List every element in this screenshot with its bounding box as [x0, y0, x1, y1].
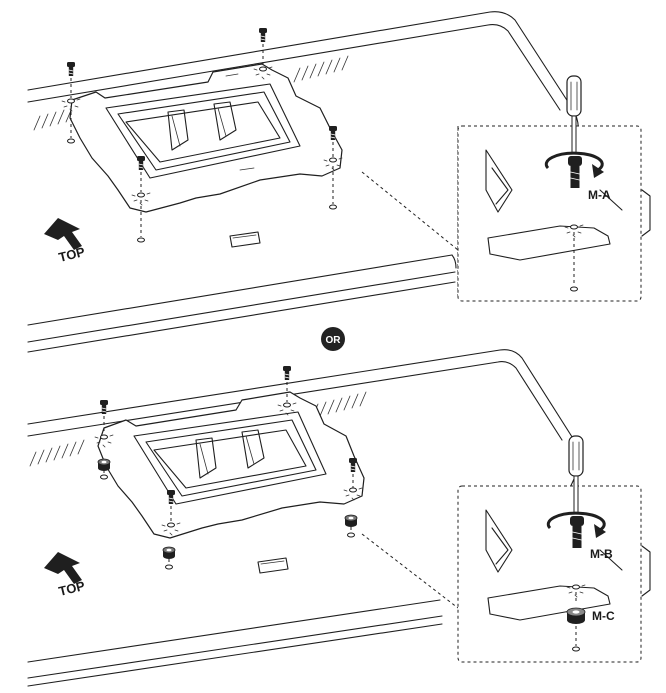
screw-lower-3: [343, 457, 363, 538]
spacer-washer-icon: [162, 546, 176, 560]
vesa-mounting-plate-lower: [97, 391, 365, 539]
top-label-upper: TOP: [57, 244, 87, 265]
screw-lower-1: [94, 399, 114, 480]
upper-illustration: TOP: [27, 11, 651, 353]
screw-a-label: M-A: [588, 188, 611, 202]
detail-callout-upper: M-A: [457, 75, 642, 302]
screw-b-icon: [570, 516, 584, 548]
or-badge: OR: [321, 327, 345, 351]
detail-callout-lower: M-B M-C: [457, 435, 642, 663]
up-arrow-icon: [44, 218, 82, 250]
lower-illustration: TOP: [27, 349, 651, 687]
rotate-arrow-icon: [546, 511, 606, 538]
up-arrow-icon: [44, 552, 82, 584]
screw-upper-1: [61, 61, 81, 144]
spacer-washer-icon: [344, 514, 358, 528]
rotate-arrow-icon: [544, 151, 604, 178]
vent-slots: [29, 439, 85, 467]
spacer-c-icon: [566, 607, 586, 624]
panel-recess: [257, 557, 289, 574]
or-label: OR: [326, 335, 342, 346]
screw-upper-2: [253, 27, 273, 80]
screw-b-label: M-B: [590, 547, 613, 561]
screw-a-icon: [568, 156, 582, 188]
spacer-washer-icon: [97, 458, 111, 472]
top-label-lower: TOP: [57, 578, 87, 599]
top-direction-lower: TOP: [44, 552, 87, 599]
panel-recess: [229, 231, 261, 248]
top-direction-upper: TOP: [44, 218, 87, 265]
screw-lower-4: [161, 489, 181, 570]
vesa-mounting-plate-upper: [69, 63, 343, 213]
vent-slots: [293, 55, 349, 83]
screwdriver-icon: [566, 75, 582, 155]
screw-upper-4: [131, 155, 151, 243]
screw-upper-3: [323, 125, 343, 210]
spacer-c-label: M-C: [592, 609, 615, 623]
